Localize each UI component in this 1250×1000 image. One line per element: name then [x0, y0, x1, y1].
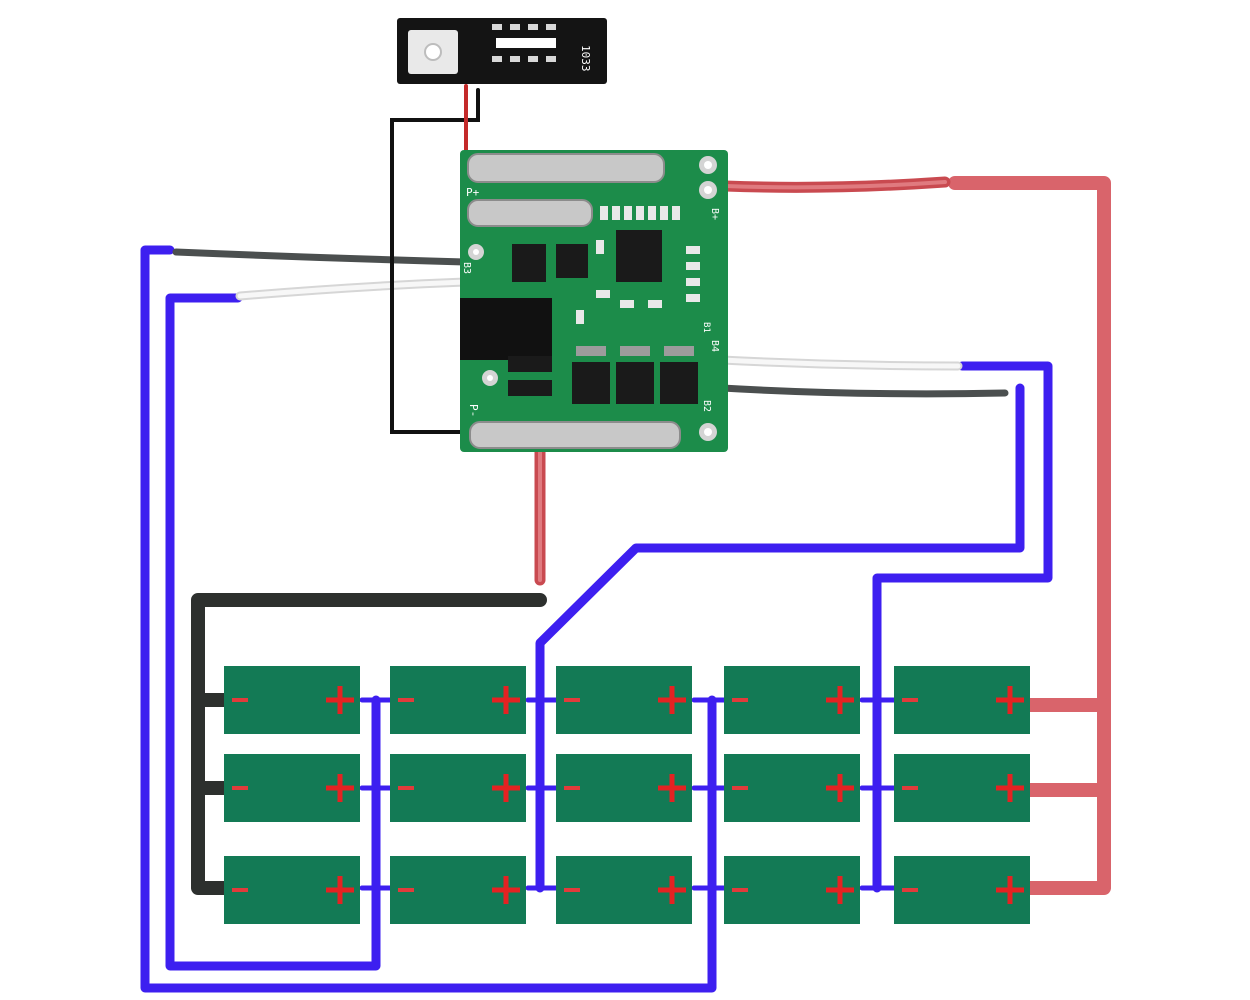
b2-label: B2	[701, 400, 712, 412]
b4-label: B4	[709, 340, 720, 352]
minus-sign-icon	[732, 888, 748, 892]
red-positive-wire	[948, 176, 1111, 895]
plus-sign-icon	[326, 774, 354, 802]
battery-cell-r3-c5	[894, 856, 1030, 924]
mosfet-row	[572, 346, 698, 404]
plus-sign-icon	[326, 876, 354, 904]
battery-cell-r1-c1	[224, 666, 360, 734]
led-indicator-board: 1033	[397, 18, 607, 84]
board-cables	[172, 84, 1009, 586]
minus-sign-icon	[902, 698, 918, 702]
blue-bridge-col1	[359, 697, 395, 891]
battery-cell-r2-c1	[224, 754, 360, 822]
p-minus-terminal-pad	[469, 421, 681, 449]
plus-sign-icon	[658, 686, 686, 714]
p-minus-label: P-	[467, 404, 480, 417]
minus-sign-icon	[564, 888, 580, 892]
battery-cell-r1-c3	[556, 666, 692, 734]
battery-cell-r1-c2	[390, 666, 526, 734]
plus-sign-icon	[492, 774, 520, 802]
battery-cell-r2-c5	[894, 754, 1030, 822]
plus-sign-icon	[658, 774, 686, 802]
plus-sign-icon	[492, 876, 520, 904]
blue-balance-wire-b3	[535, 383, 1025, 893]
grey-cable-left	[172, 248, 469, 266]
smd-components	[576, 206, 700, 324]
battery-cell-r2-c3	[556, 754, 692, 822]
battery-cell-r1-c4	[724, 666, 860, 734]
wiring-layer	[140, 176, 1111, 993]
b-plus-label: B+	[709, 208, 720, 220]
blue-bridge-col2	[525, 697, 561, 891]
plus-sign-icon	[996, 686, 1024, 714]
minus-sign-icon	[398, 888, 414, 892]
plus-sign-icon	[492, 686, 520, 714]
battery-cell-r3-c3	[556, 856, 692, 924]
blue-bridge-col3	[691, 697, 729, 891]
minus-sign-icon	[902, 888, 918, 892]
battery-cell-r1-c5	[894, 666, 1030, 734]
plus-sign-icon	[996, 876, 1024, 904]
battery-cell-r3-c4	[724, 856, 860, 924]
minus-sign-icon	[398, 698, 414, 702]
bms-protection-board: P+ P- B+ B4 B3 B2 B1	[460, 150, 728, 452]
minus-sign-icon	[564, 698, 580, 702]
b1-label: B1	[701, 322, 711, 333]
plus-sign-icon	[996, 774, 1024, 802]
plus-sign-icon	[826, 774, 854, 802]
plus-sign-icon	[826, 876, 854, 904]
blue-balance-wire-b1	[140, 245, 717, 993]
plus-sign-icon	[826, 686, 854, 714]
p-plus-terminal-pad	[467, 153, 665, 183]
minus-sign-icon	[398, 786, 414, 790]
minus-sign-icon	[232, 786, 248, 790]
battery-cell-r3-c2	[390, 856, 526, 924]
minus-sign-icon	[232, 698, 248, 702]
led-row	[492, 24, 556, 62]
black-negative-wire	[191, 593, 547, 895]
battery-cell-r3-c1	[224, 856, 360, 924]
led-board-label: 1033	[579, 45, 592, 72]
blue-balance-wire-b4	[872, 361, 1053, 893]
battery-cell-grid	[224, 666, 1030, 924]
battery-cell-r2-c2	[390, 754, 526, 822]
grey-cable-right	[718, 384, 1009, 398]
blue-bridge-col4	[859, 697, 897, 891]
minus-sign-icon	[732, 786, 748, 790]
plus-sign-icon	[326, 686, 354, 714]
button-cap-icon	[424, 43, 442, 61]
minus-sign-icon	[232, 888, 248, 892]
minus-sign-icon	[732, 698, 748, 702]
p-plus-label: P+	[466, 186, 480, 199]
blue-balance-wire-b2	[165, 293, 381, 971]
minus-sign-icon	[902, 786, 918, 790]
minus-sign-icon	[564, 786, 580, 790]
battery-cell-r2-c4	[724, 754, 860, 822]
black-led-wire	[390, 88, 480, 434]
b3-label: B3	[461, 262, 472, 274]
plus-sign-icon	[658, 876, 686, 904]
